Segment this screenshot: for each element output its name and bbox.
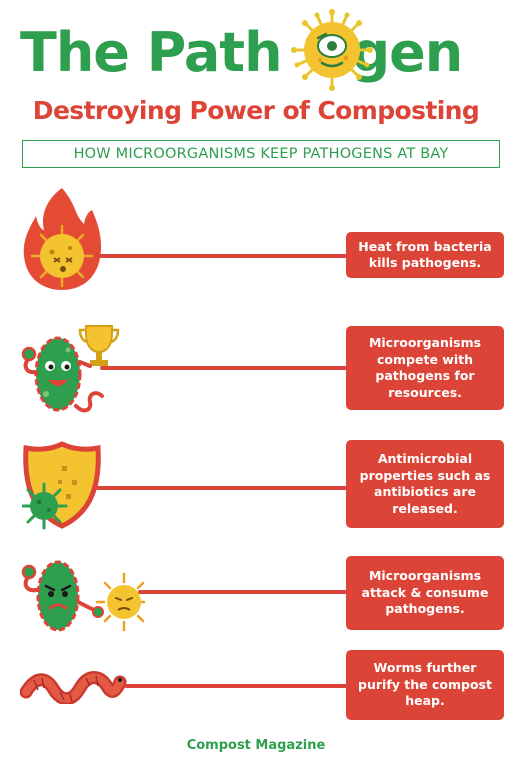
flame-virus-icon — [23, 188, 102, 290]
connector-line — [138, 590, 350, 594]
bacteria-attacking-virus-icon — [21, 560, 146, 632]
list-item: Microorganisms compete with pathogens fo… — [0, 318, 512, 418]
item-card: Antimicrobial properties such as antibio… — [346, 440, 504, 528]
worm-icon — [20, 671, 127, 704]
item-card: Microorganisms attack & consume pathogen… — [346, 556, 504, 630]
subheading: HOW MICROORGANISMS KEEP PATHOGENS AT BAY — [73, 146, 449, 162]
list-item: Worms further purify the compost heap. — [0, 648, 512, 722]
item-card: Microorganisms compete with pathogens fo… — [346, 326, 504, 410]
connector-line — [96, 486, 350, 490]
virus-mascot-icon — [291, 9, 373, 91]
subheading-box: HOW MICROORGANISMS KEEP PATHOGENS AT BAY — [22, 140, 500, 168]
item-card: Worms further purify the compost heap. — [346, 650, 504, 720]
trophy-bacteria-icon — [21, 325, 120, 413]
connector-line — [124, 684, 350, 688]
shield-icon — [22, 441, 101, 530]
list-item: Heat from bacteria kills pathogens. — [0, 186, 512, 292]
list-item: Microorganisms attack & consume pathogen… — [0, 552, 512, 636]
list-item: Antimicrobial properties such as antibio… — [0, 440, 512, 530]
item-card: Heat from bacteria kills pathogens. — [346, 232, 504, 278]
title-left: The Path — [20, 21, 283, 84]
connector-line — [96, 254, 350, 258]
subtitle: Destroying Power of Composting — [32, 96, 480, 125]
footer-brand: Compost Magazine — [186, 738, 326, 753]
connector-line — [100, 366, 350, 370]
